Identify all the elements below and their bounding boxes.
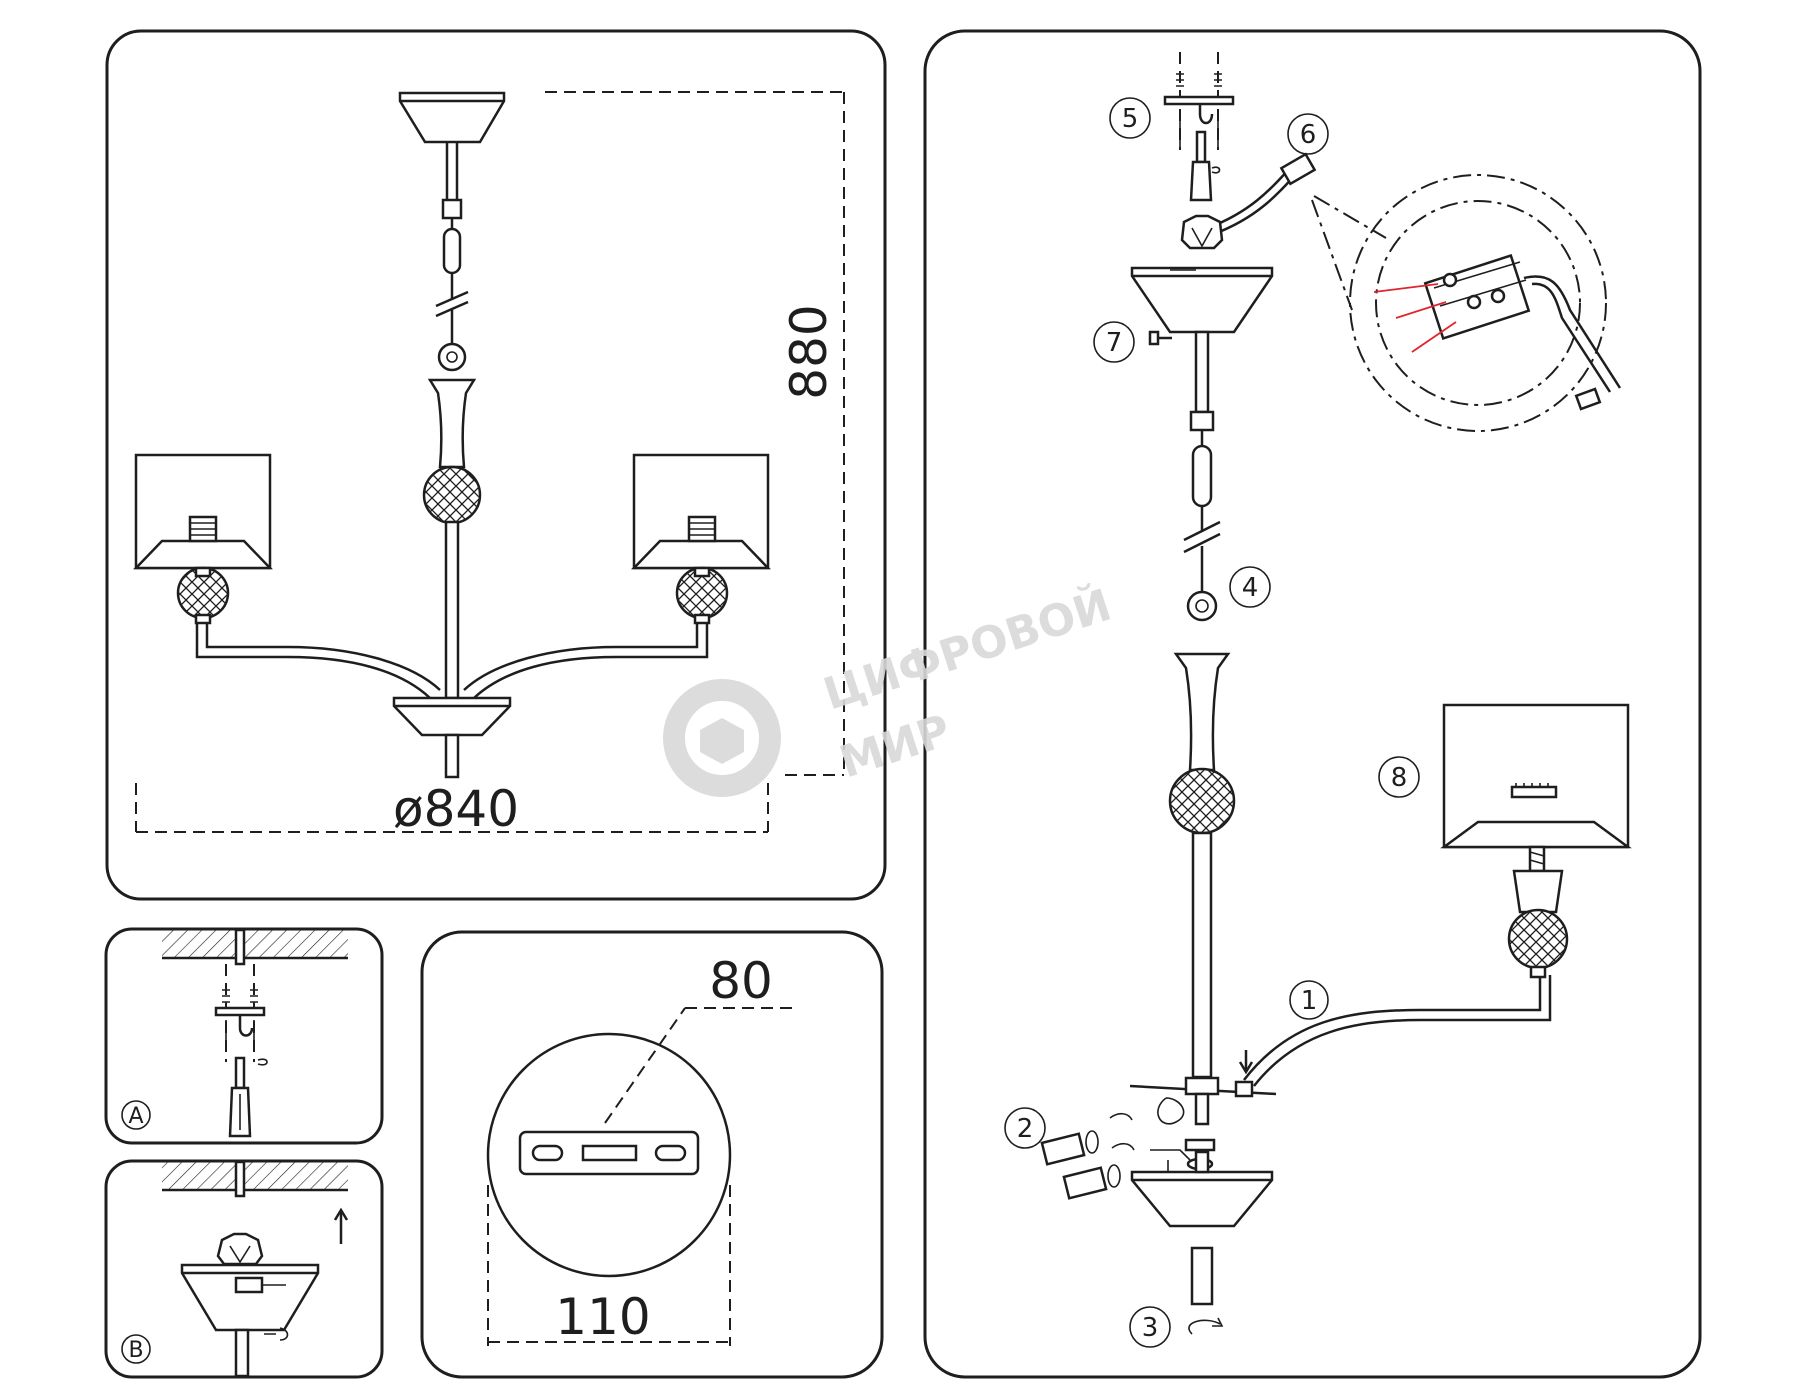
panel-mounting-plate: 80 110 [420, 930, 884, 1379]
callout-8: 8 [1391, 763, 1408, 793]
exploded-canopy [1130, 214, 1274, 334]
socket-kit [1040, 1097, 1216, 1200]
callout-6: 6 [1300, 120, 1317, 150]
exploded-lamp [1440, 703, 1632, 979]
step-a-label: A [128, 1104, 143, 1129]
callout-3: 3 [1142, 1313, 1159, 1343]
callout-7: 7 [1106, 328, 1123, 358]
left-lamp [133, 453, 273, 625]
canopy [398, 91, 506, 144]
step-b-label: B [128, 1338, 143, 1363]
right-lamp [631, 453, 771, 625]
panel-overall-dimensions: 880 ø840 [105, 29, 887, 901]
callout-5: 5 [1122, 104, 1139, 134]
height-dimension: 880 [780, 304, 838, 399]
diameter-dimension: ø840 [393, 780, 519, 838]
callout-4: 4 [1242, 573, 1259, 603]
plate-height-dimension: 80 [709, 952, 773, 1010]
panel-exploded-assembly: 1 2 3 4 5 6 7 8 [923, 29, 1702, 1379]
panel-step-a: A [104, 927, 384, 1145]
callout-1: 1 [1301, 986, 1318, 1016]
plate-diameter-dimension: 110 [555, 1288, 650, 1346]
callout-2: 2 [1017, 1114, 1034, 1144]
mounting-hook-kit [1163, 52, 1235, 202]
panel-step-b: B [104, 1159, 384, 1379]
terminal-detail-zoom [1349, 174, 1622, 432]
